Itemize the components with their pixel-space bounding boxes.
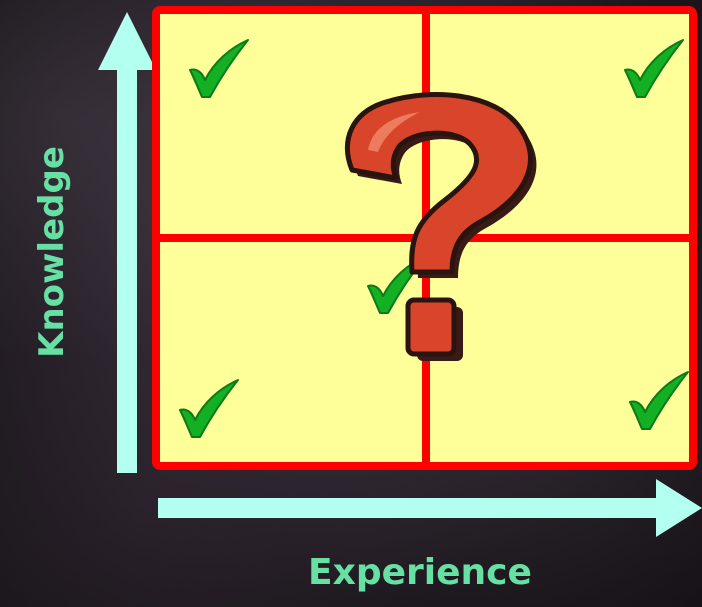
x-axis-arrow — [158, 479, 702, 537]
y-axis-label: Knowledge — [32, 146, 72, 358]
x-axis-label: Experience — [0, 552, 702, 593]
y-axis-arrow — [98, 12, 156, 473]
